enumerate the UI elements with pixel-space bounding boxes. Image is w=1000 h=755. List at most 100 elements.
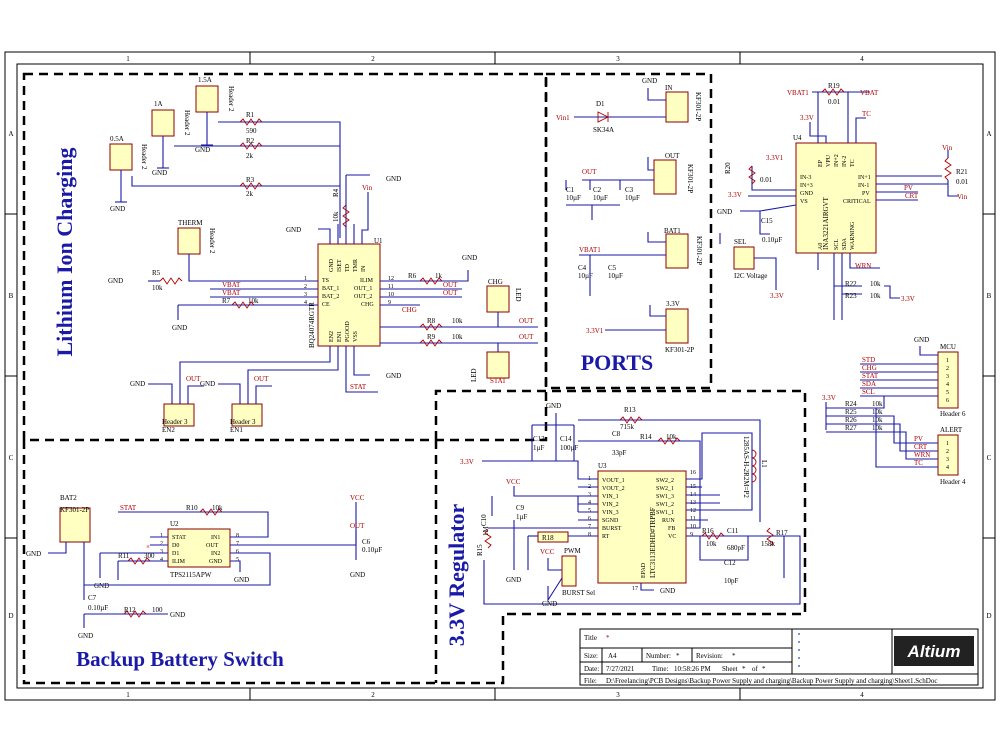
size-value: A4	[608, 652, 617, 660]
r15-val: 1M	[482, 526, 490, 537]
altium-logo	[894, 636, 974, 666]
u2-pin-ilim: ILIM	[172, 559, 186, 565]
u3-pin-sw12: SW1_2	[656, 502, 674, 508]
u4-pin-vpu: VPU	[826, 154, 832, 167]
u3-pin-vout1: VOUT_1	[602, 478, 625, 484]
u2-num-7: 7	[236, 541, 239, 547]
u3-num-11: 11	[690, 516, 696, 522]
r19-ref: R19	[828, 82, 840, 90]
zone-row-a-left: A	[8, 130, 13, 138]
r13-val: 715k	[620, 423, 635, 431]
gnd-label-pwm: GND	[542, 600, 557, 608]
c4-val: 10µF	[578, 272, 593, 280]
pwm-vcc-net: VCC	[540, 548, 555, 556]
gnd-label-r12: GND	[170, 611, 185, 619]
alert-net-crt: CRT	[914, 443, 928, 451]
altium-logo-text: Altium	[907, 642, 961, 661]
c10-ref: C10	[480, 514, 488, 526]
u3-num-5: 5	[588, 508, 591, 514]
date-value: 7/27/2021	[606, 665, 635, 673]
u4-pin-in+1: IN+1	[858, 175, 871, 181]
u3-pin-vout2: VOUT_2	[602, 486, 625, 492]
c6-val: 0.10µF	[362, 546, 382, 554]
header-1-5a	[195, 85, 219, 113]
c8-val: 33pF	[612, 449, 627, 457]
r14-ref: R14	[640, 433, 652, 441]
zone-row-a-right: A	[986, 130, 991, 138]
u3-pin-run: RUN	[662, 518, 675, 524]
gnd-label-r7: GND	[172, 324, 187, 332]
battery-circuit: BAT2 KF301-2P GND U2 TPS2115APW STAT D0 …	[26, 494, 382, 640]
r10-val: 10k	[212, 504, 223, 512]
alert-net-pv: PV	[914, 435, 923, 443]
v33-net-u4-left: 3.3V	[728, 191, 742, 199]
u4-pin-in+2: IN+2	[834, 154, 840, 167]
alert-net-tc: TC	[914, 459, 923, 467]
c14-val: 100µF	[560, 444, 579, 452]
zone-col-3-top: 3	[616, 55, 620, 63]
v33-net-u4: 3.3V	[800, 114, 814, 122]
number-label: Number:	[646, 652, 671, 660]
u4-pin-vs: VS	[800, 199, 808, 205]
of-value: *	[762, 665, 766, 673]
chg-net-u1: CHG	[402, 306, 417, 314]
u1-pin-in: IN	[361, 265, 367, 272]
port-bat1-net: BAT1	[664, 227, 681, 235]
c8-ref: C8	[612, 430, 621, 438]
zone-row-c-left: C	[9, 454, 14, 462]
date-label: Date:	[584, 665, 599, 673]
alert-v33: 3.3V	[822, 394, 836, 402]
number-value: *	[676, 652, 680, 660]
c9-val: 1µF	[516, 513, 528, 521]
v33-1-net-ports: 3.3V1	[586, 327, 604, 335]
r18-ref: R18	[542, 534, 554, 542]
mcu-num-6: 6	[946, 398, 949, 404]
u1-ref: U1	[374, 237, 383, 245]
c9-ref: C9	[516, 504, 525, 512]
u1-pin-iset: ISET	[337, 259, 343, 272]
u1-num-11: 11	[388, 284, 394, 290]
header-0-5a	[109, 143, 133, 171]
u3-pin-vc: VC	[668, 534, 676, 540]
u1-pin-en2: EN2	[329, 331, 335, 342]
v33-net-reg: 3.3V	[460, 458, 474, 466]
u2-num-6: 6	[236, 549, 239, 555]
mcu-num-5: 5	[946, 390, 949, 396]
r9-val: 10k	[452, 333, 463, 341]
c1-val: 10µF	[566, 194, 581, 202]
u1-num-4: 4	[304, 300, 307, 306]
out-net-2: OUT	[443, 289, 458, 297]
out-net-en2: OUT	[186, 375, 201, 383]
r26-ref: R26	[845, 416, 857, 424]
charging-section-title: Lithium Ion Charging	[52, 147, 77, 356]
d1-part: SK34A	[593, 126, 614, 134]
u1-pin-gnd: GND	[329, 258, 335, 272]
r26-val: 10k	[872, 416, 883, 424]
c1-ref: C1	[566, 186, 575, 194]
u3-pin-sw22: SW2_2	[656, 478, 674, 484]
u3-num-12: 12	[690, 508, 696, 514]
u4-pin-pv: PV	[862, 191, 870, 197]
c7-ref: C7	[88, 594, 97, 602]
gnd-label-vss: GND	[386, 372, 401, 380]
zone-row-d-right: D	[986, 612, 991, 620]
u3-num-8: 8	[588, 532, 591, 538]
size-label: Size:	[584, 652, 598, 660]
tc-net-u4: TC	[862, 110, 871, 118]
u4-pin-a0: A0	[818, 243, 824, 250]
zone-row-c-right: C	[987, 454, 992, 462]
out-net-3: OUT	[519, 317, 534, 325]
therm-header-part: Header 2	[208, 228, 216, 254]
chg-led-label: LED	[514, 288, 522, 302]
alert-num-2: 2	[946, 449, 949, 455]
u2-pin-out: OUT	[206, 543, 219, 549]
vcc-net-bat: VCC	[350, 494, 365, 502]
c14-ref: C14	[560, 435, 572, 443]
port-in-part: KF301-2P	[694, 92, 702, 121]
c12-ref: C12	[724, 559, 736, 567]
u1-pin-ilim: ILIM	[360, 278, 374, 284]
port-bat1-connector	[665, 233, 689, 269]
u2-chip	[167, 528, 231, 568]
r5-ref: R5	[152, 269, 161, 277]
